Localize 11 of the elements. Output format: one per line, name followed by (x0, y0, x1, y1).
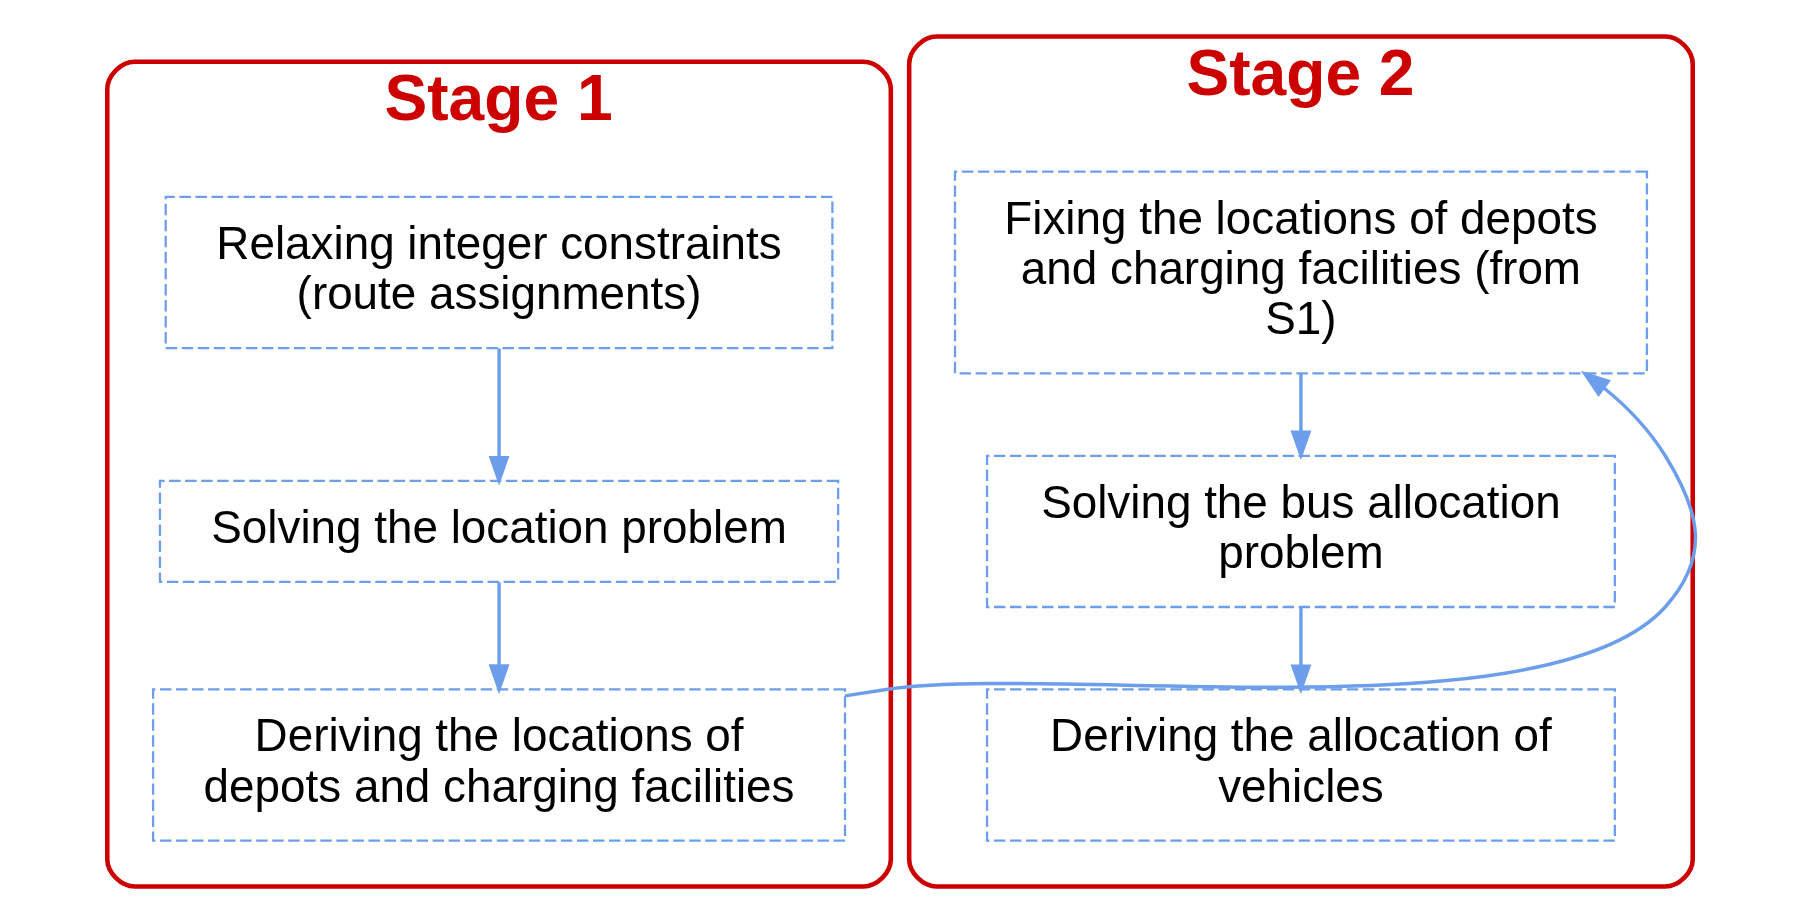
arrow (1290, 606, 1311, 694)
arrow (1290, 373, 1311, 460)
node-box: Fixing the locations of depots and charging facilities (from S1) (953, 170, 1648, 374)
arrow (488, 581, 509, 694)
node-box: Relaxing integer constraints (route assignments) (164, 195, 834, 349)
node-box: Deriving the locations of depots and charging facilities (151, 687, 846, 842)
arrow (488, 347, 509, 486)
node-box: Solving the bus allocation problem (985, 454, 1616, 608)
node-box: Solving the location problem (158, 479, 839, 583)
node-box: Deriving the allocation of vehicles (985, 687, 1616, 842)
arrow (844, 370, 1697, 698)
